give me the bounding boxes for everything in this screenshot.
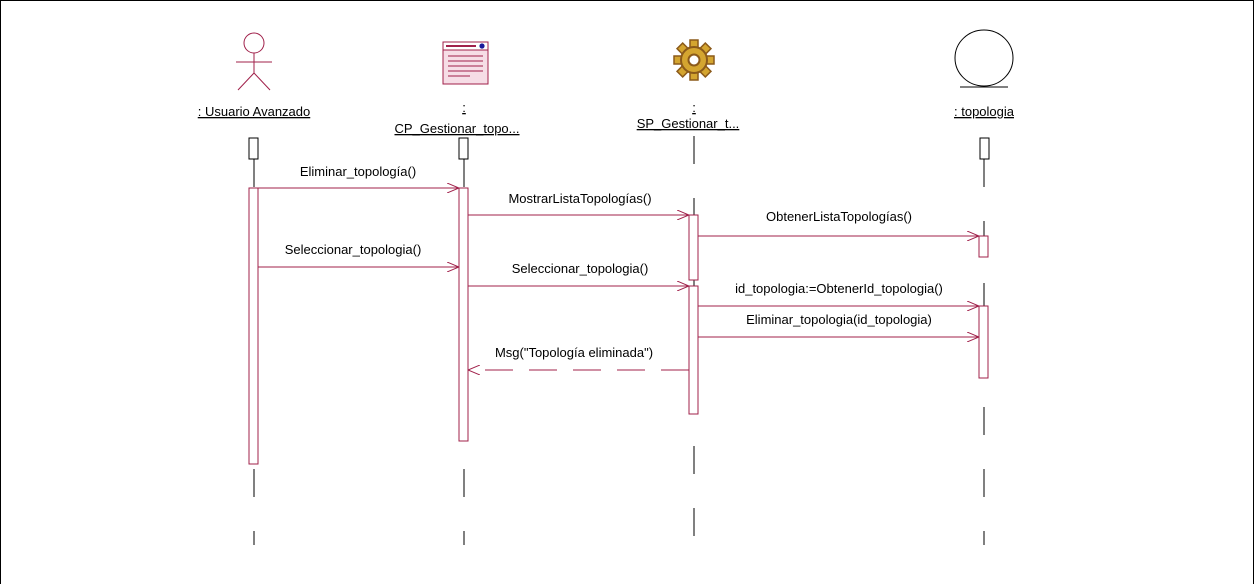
svg-text:Eliminar_topologia(id_topologi: Eliminar_topologia(id_topologia) — [746, 312, 932, 327]
activation-sp-2 — [688, 285, 699, 415]
activation-cp — [458, 187, 469, 442]
participant-topo[interactable]: : topologia — [954, 29, 1015, 160]
participant-sp-name: SP_Gestionar_t... — [637, 116, 740, 131]
form-window-icon — [442, 41, 489, 85]
message-obtener-lista[interactable]: ObtenerListaTopologías() — [698, 209, 979, 236]
activation-topo-2 — [978, 305, 989, 379]
activations — [248, 187, 989, 465]
svg-text:Seleccionar_topologia(): Seleccionar_topologia() — [285, 242, 422, 257]
lifeline-head — [979, 137, 990, 160]
messages: Eliminar_topología() MostrarListaTopolog… — [258, 164, 979, 370]
participant-sp-prefix: : — [692, 100, 696, 115]
gear-icon — [673, 39, 715, 81]
entity-circle-icon — [954, 29, 1014, 87]
participant-topo-name: : topologia — [954, 104, 1015, 119]
svg-text:MostrarListaTopologías(): MostrarListaTopologías() — [508, 191, 651, 206]
svg-text:id_topologia:=ObtenerId_topolo: id_topologia:=ObtenerId_topologia() — [735, 281, 943, 296]
message-eliminar-topologia[interactable]: Eliminar_topología() — [258, 164, 459, 188]
participant-cp[interactable]: : CP_Gestionar_topo... — [394, 41, 520, 160]
message-return-msg[interactable]: Msg("Topología eliminada") — [468, 345, 689, 370]
message-seleccionar-cp[interactable]: Seleccionar_topologia() — [468, 261, 689, 286]
svg-text:ObtenerListaTopologías(): ObtenerListaTopologías() — [766, 209, 912, 224]
participant-user[interactable]: : Usuario Avanzado — [198, 32, 311, 160]
svg-text:Seleccionar_topologia(): Seleccionar_topologia() — [512, 261, 649, 276]
participant-user-name: : Usuario Avanzado — [198, 104, 311, 119]
message-seleccionar-user[interactable]: Seleccionar_topologia() — [258, 242, 459, 267]
lifeline-head — [458, 137, 469, 160]
message-obtener-id[interactable]: id_topologia:=ObtenerId_topologia() — [698, 281, 979, 306]
svg-text:Eliminar_topología(): Eliminar_topología() — [300, 164, 416, 179]
activation-topo-1 — [978, 235, 989, 258]
actor-icon — [236, 32, 272, 91]
activation-user — [248, 187, 259, 465]
message-eliminar-id[interactable]: Eliminar_topologia(id_topologia) — [698, 312, 979, 337]
message-mostrar-lista[interactable]: MostrarListaTopologías() — [468, 191, 689, 215]
lifeline-head — [248, 137, 259, 160]
participant-sp[interactable]: : SP_Gestionar_t... — [637, 39, 740, 131]
participant-cp-name: CP_Gestionar_topo... — [394, 121, 519, 136]
svg-text:Msg("Topología eliminada"): Msg("Topología eliminada") — [495, 345, 653, 360]
participant-cp-prefix: : — [462, 100, 466, 115]
activation-sp-1 — [688, 214, 699, 281]
